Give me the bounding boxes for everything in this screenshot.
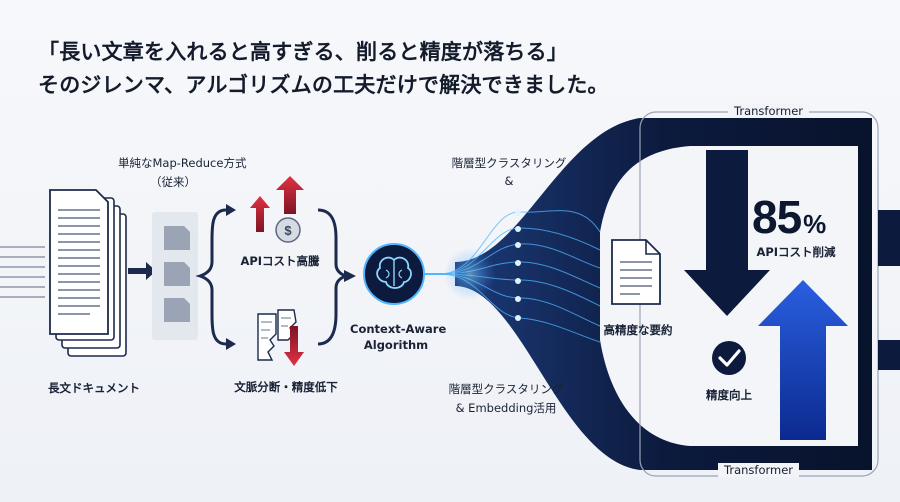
up-arrow-icon	[250, 196, 270, 232]
chunk-icon	[164, 226, 190, 250]
top-cluster-label: 階層型クラスタリング &	[444, 155, 574, 188]
accuracy-up-arrow	[758, 280, 848, 440]
chunk-column	[152, 212, 198, 340]
chunk-icon	[164, 298, 190, 322]
frame-label-bottom: Transformer	[718, 463, 800, 477]
method-label: 単純なMap-Reduce方式 （従来）	[118, 155, 247, 190]
merge-brace	[317, 208, 351, 346]
cost-increase-group: $	[250, 176, 304, 243]
algorithm-line-2: Algorithm	[363, 338, 429, 352]
dollar-coin-icon	[275, 217, 301, 243]
top-cluster-line-2: &	[504, 174, 514, 188]
bottom-cluster-line-1: 階層型クラスタリング	[448, 382, 564, 396]
cluster-nodes	[515, 210, 521, 321]
up-arrow-icon	[276, 176, 304, 214]
top-cluster-line-1: 階層型クラスタリング	[451, 156, 567, 170]
document-stack-icon	[49, 189, 127, 357]
down-arrow-icon	[284, 326, 304, 366]
headline: 「長い文章を入れると高すぎる、削ると精度が落ちる」 そのジレンマ、アルゴリズムの…	[38, 36, 609, 102]
brain-icon	[363, 243, 425, 305]
reduction-value: 85%	[752, 190, 826, 244]
algorithm-label: Context-Aware Algorithm	[350, 322, 447, 352]
cost-down-arrow	[684, 150, 770, 316]
headline-line-1: 「長い文章を入れると高すぎる、削ると精度が落ちる」	[38, 40, 568, 64]
arrow-to-chunks	[128, 262, 156, 280]
cost-label: APIコスト高騰	[240, 254, 320, 268]
summary-document-icon	[611, 239, 661, 305]
accuracy-label: 精度向上	[706, 388, 752, 402]
branch-brace	[195, 208, 227, 346]
bottom-cluster-line-2: & Embedding活用	[455, 401, 557, 415]
document-label: 長文ドキュメント	[48, 381, 140, 395]
headline-line-2: そのジレンマ、アルゴリズムの工夫だけで解決できました。	[38, 73, 609, 97]
algorithm-line-1: Context-Aware	[350, 322, 447, 336]
bottom-cluster-label: 階層型クラスタリング & Embedding活用	[436, 381, 576, 416]
torn-page-icon	[257, 313, 277, 361]
reduction-unit: %	[803, 209, 826, 239]
check-icon	[712, 341, 746, 375]
input-stream	[0, 246, 45, 298]
frame-label-top: Transformer	[728, 104, 810, 118]
precision-drop-group	[257, 309, 304, 366]
svg-text:$: $	[284, 223, 292, 238]
chunk-icon	[164, 262, 190, 286]
summary-label: 高精度な要約	[603, 323, 673, 337]
method-sub-text: （従来）	[150, 175, 196, 189]
precision-label: 文脈分断・精度低下	[234, 380, 338, 394]
method-label-text: 単純なMap-Reduce方式	[118, 156, 247, 170]
reduction-label: APIコスト削減	[756, 245, 836, 259]
reduction-number: 85	[752, 191, 802, 243]
